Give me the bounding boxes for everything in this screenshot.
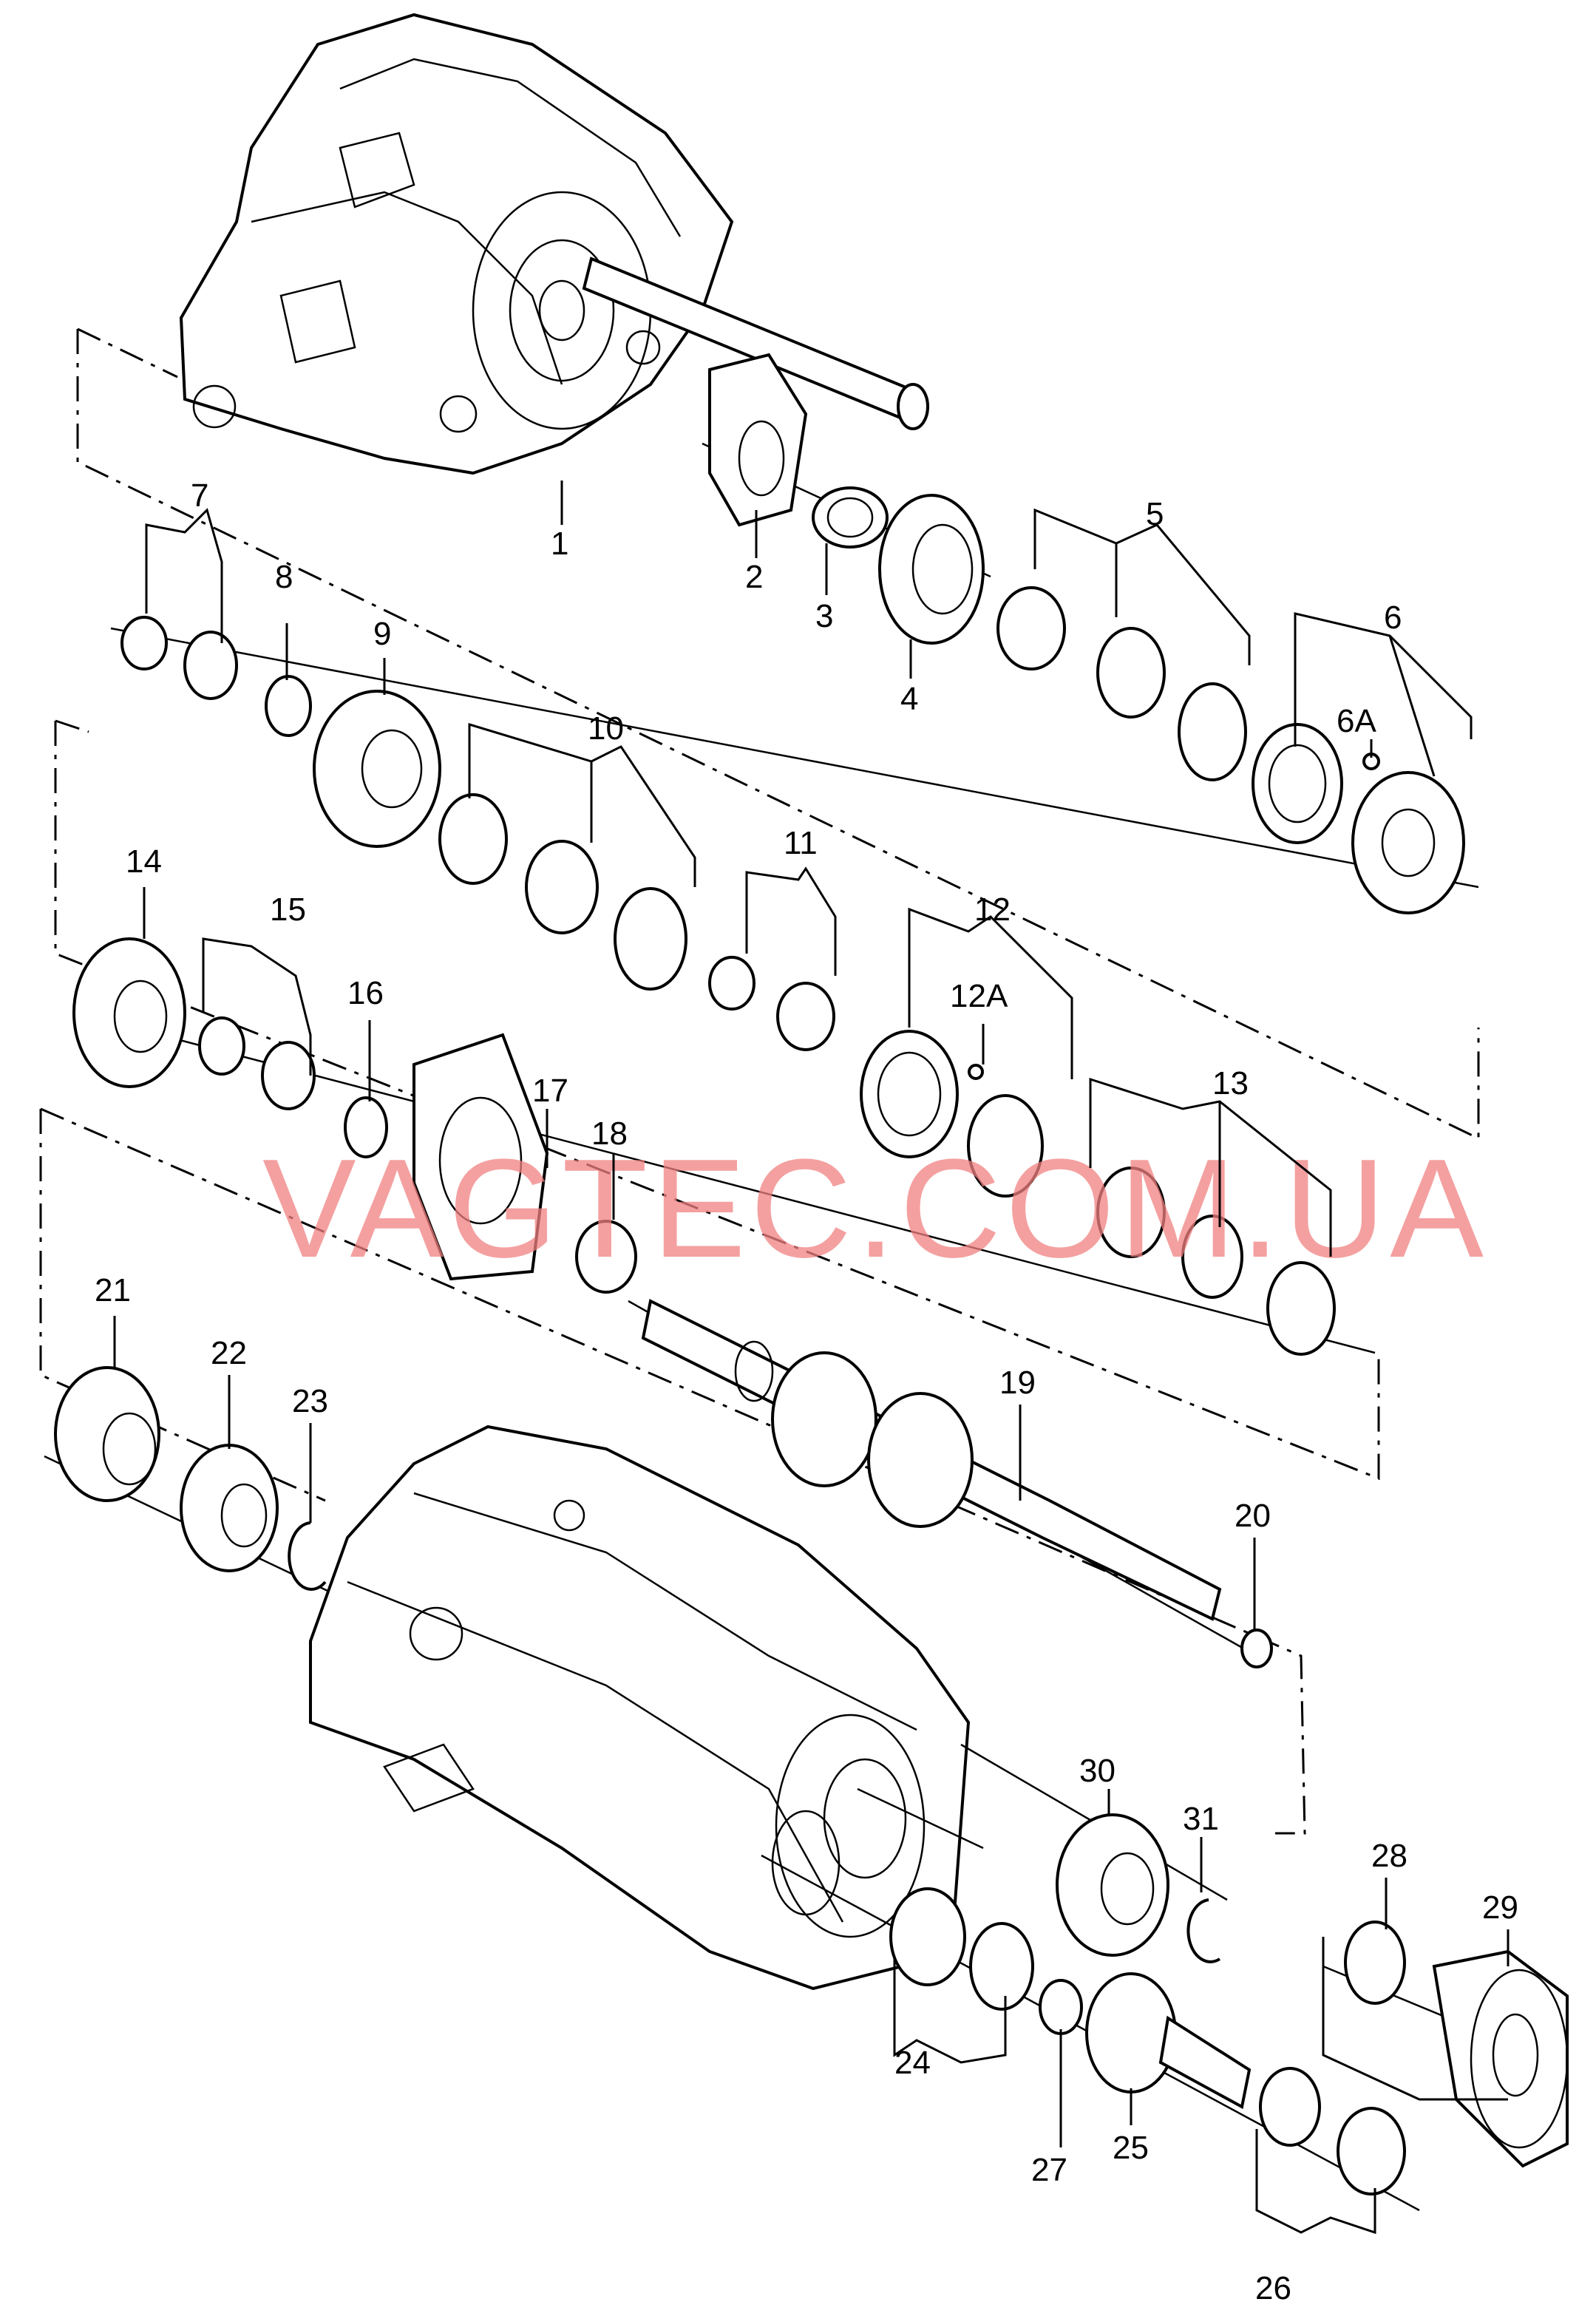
callout-labels: 1 2 3 4 5 6 6A 7 8 9 10 11 12 12A 13 14 … (95, 478, 1518, 2306)
callout-1: 1 (551, 526, 568, 562)
callout-12a: 12A (950, 978, 1008, 1014)
callout-6a: 6A (1337, 703, 1376, 739)
callout-21: 21 (95, 1272, 131, 1308)
callout-17: 17 (532, 1073, 568, 1109)
callout-9: 9 (373, 616, 391, 652)
leader-lines (113, 480, 1510, 2235)
part-7-needle-bearing (120, 616, 238, 700)
part-17-bearing-plate (412, 1033, 549, 1281)
callout-3: 3 (815, 598, 833, 634)
part-15-needle-bearing (198, 1016, 316, 1110)
part-27-needle-bearing (1039, 1979, 1083, 2035)
part-13-synchro-rings (1096, 1167, 1336, 1356)
callout-19: 19 (999, 1365, 1036, 1401)
part-9-gear (313, 690, 441, 848)
part-22-gear (180, 1444, 279, 1572)
callout-31: 31 (1183, 1801, 1219, 1837)
input-shaft (582, 257, 929, 430)
watermark: VAGTEC.COM.UA (262, 1130, 1488, 1287)
part-8-washer (265, 675, 312, 737)
callout-11: 11 (784, 825, 818, 861)
part-4-synchro-hub (878, 494, 985, 645)
callout-18: 18 (591, 1115, 628, 1152)
part-24-bearing (889, 1887, 1034, 2011)
callout-14: 14 (126, 843, 162, 880)
part-6-gear-with-sleeve (1252, 723, 1465, 914)
callout-22: 22 (211, 1335, 247, 1371)
part-18-needle-bearing (575, 1220, 637, 1294)
part-30-gear (1056, 1813, 1169, 1957)
part-21-gear (54, 1366, 160, 1502)
part-29-cover (1432, 1949, 1569, 2168)
callout-25: 25 (1113, 2130, 1149, 2166)
part-14-gear (72, 937, 186, 1088)
callout-10: 10 (588, 710, 624, 747)
part-26-bearing (1259, 2067, 1406, 2196)
part-16-washer (344, 1096, 388, 1158)
part-11-needle-bearing (708, 956, 835, 1051)
part-10-synchro-rings (438, 793, 687, 991)
main-housing (309, 1424, 971, 1991)
callout-5: 5 (1146, 496, 1164, 532)
callout-23: 23 (292, 1383, 328, 1419)
callout-28: 28 (1371, 1838, 1407, 1874)
part-31-circlip (1186, 1898, 1221, 1963)
callout-12: 12 (974, 892, 1011, 928)
callout-27: 27 (1031, 2152, 1067, 2188)
callout-30: 30 (1079, 1753, 1115, 1789)
part-12-sleeve-hub (860, 1030, 1044, 1198)
part-20-bushing (1240, 1629, 1273, 1668)
part-5-synchro-rings (996, 586, 1247, 781)
part-28-shim (1344, 1921, 1406, 2005)
callout-29: 29 (1482, 1889, 1518, 1926)
callout-6: 6 (1384, 600, 1402, 636)
bell-housing (179, 13, 734, 475)
callout-24: 24 (894, 2045, 931, 2081)
part-23-circlip (288, 1521, 327, 1591)
callout-26: 26 (1255, 2270, 1291, 2306)
part-19-output-shaft (641, 1299, 1222, 1621)
part-3-seal (812, 486, 889, 549)
part-25-pinion-shaft (1085, 1972, 1252, 2110)
callout-13: 13 (1212, 1065, 1249, 1101)
part-2-flange (708, 353, 808, 527)
callout-16: 16 (347, 975, 384, 1011)
callout-15: 15 (270, 892, 306, 928)
callout-2: 2 (745, 559, 763, 595)
callout-20: 20 (1235, 1498, 1271, 1534)
callout-8: 8 (275, 559, 293, 595)
callout-7: 7 (191, 478, 208, 514)
callout-4: 4 (900, 681, 918, 717)
